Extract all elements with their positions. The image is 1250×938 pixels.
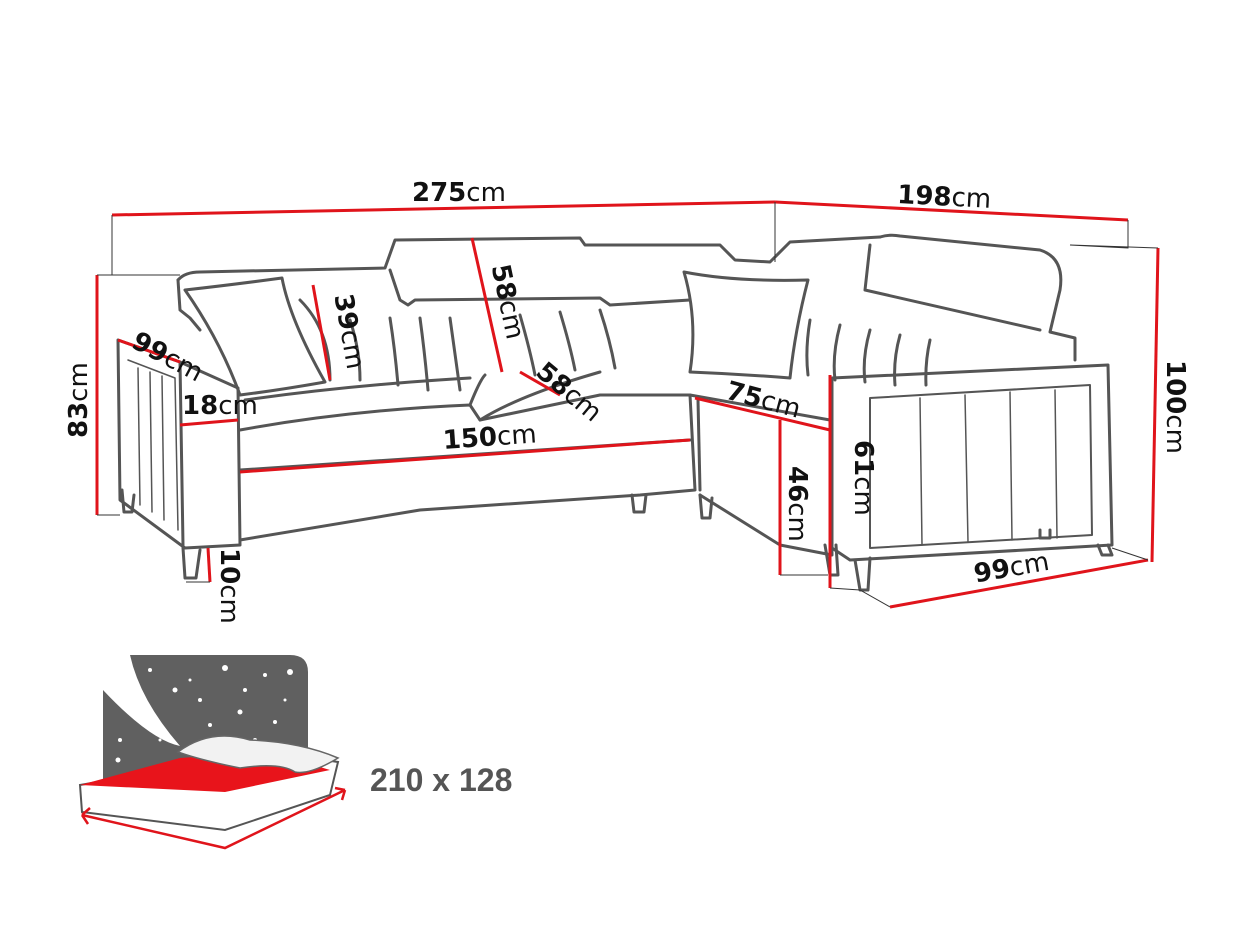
dim-seat-width: 150cm — [441, 419, 538, 456]
dim-side-width: 198cm — [896, 180, 992, 215]
dimension-lines — [95, 200, 1160, 609]
dim-height-right: 100cm — [1160, 360, 1190, 454]
dim-total-width: 275cm — [412, 178, 506, 208]
bed-icon — [78, 655, 347, 850]
sleeping-area-size: 210 x 128 — [370, 762, 513, 798]
dim-seat-height: 46cm — [782, 466, 812, 542]
extension-lines — [97, 202, 1159, 608]
dim-height-left: 83cm — [64, 362, 94, 438]
sofa-outline — [116, 233, 1114, 592]
dim-leg-height: 10cm — [214, 548, 244, 624]
dim-arm-height: 61cm — [848, 440, 878, 516]
dim-armrest-width: 18cm — [182, 391, 258, 421]
